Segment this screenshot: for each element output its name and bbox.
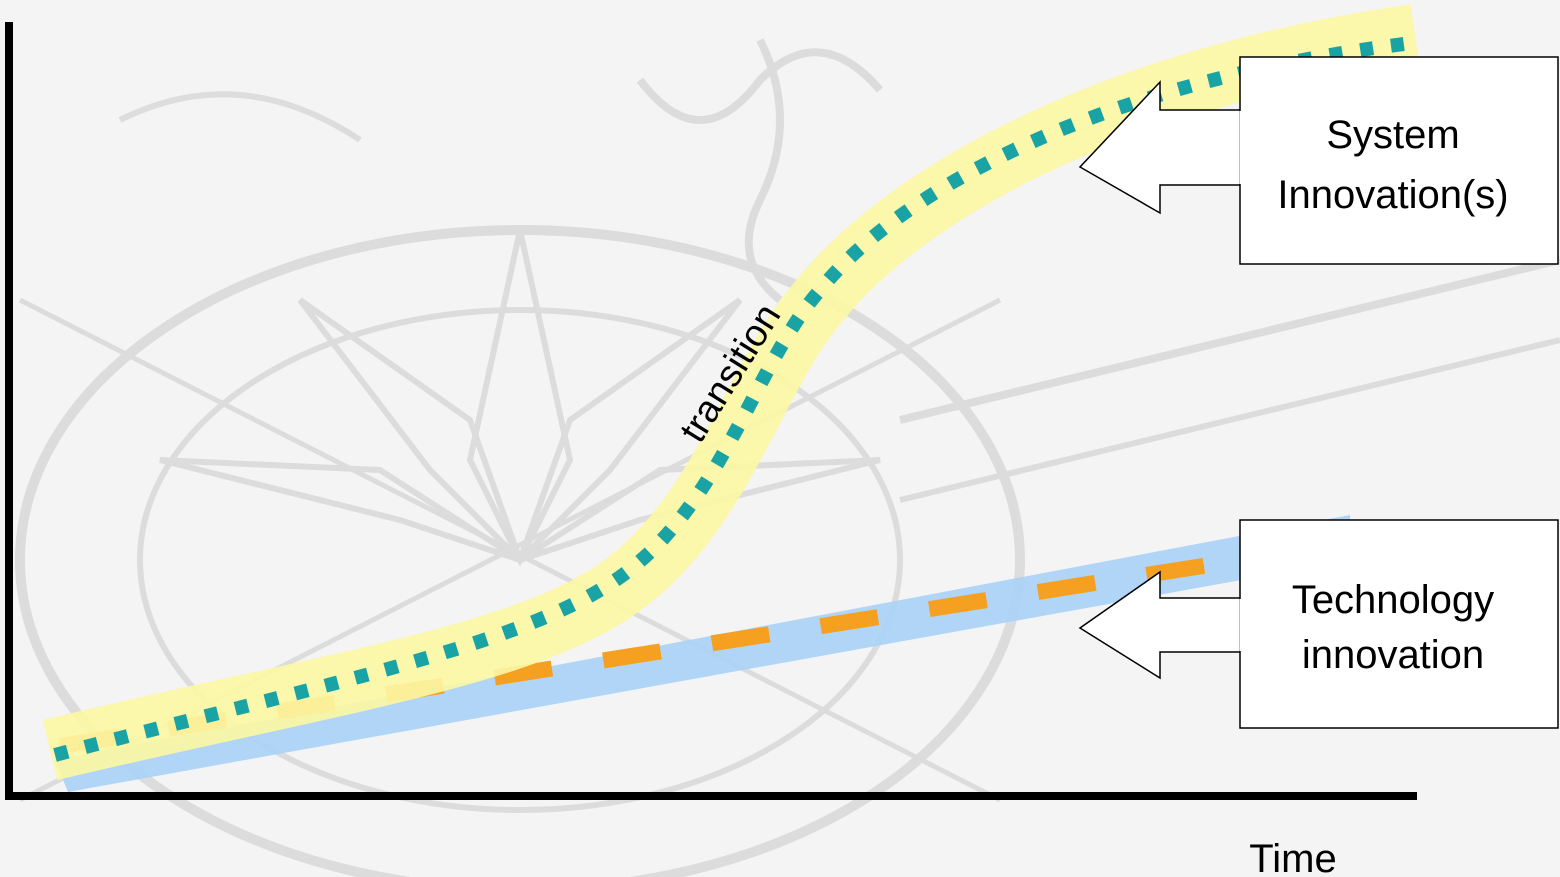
system-callout-line-1: System: [1326, 113, 1459, 157]
technology-callout-line-1: Technology: [1292, 578, 1494, 622]
system-callout-box: [1240, 57, 1558, 264]
technology-callout-line-2: innovation: [1302, 633, 1484, 677]
technology-innovation-callout: Technology innovation: [1080, 520, 1558, 728]
x-axis-label: Time: [1249, 837, 1336, 877]
technology-callout-box: [1240, 520, 1558, 728]
system-callout-line-2: Innovation(s): [1277, 173, 1508, 217]
